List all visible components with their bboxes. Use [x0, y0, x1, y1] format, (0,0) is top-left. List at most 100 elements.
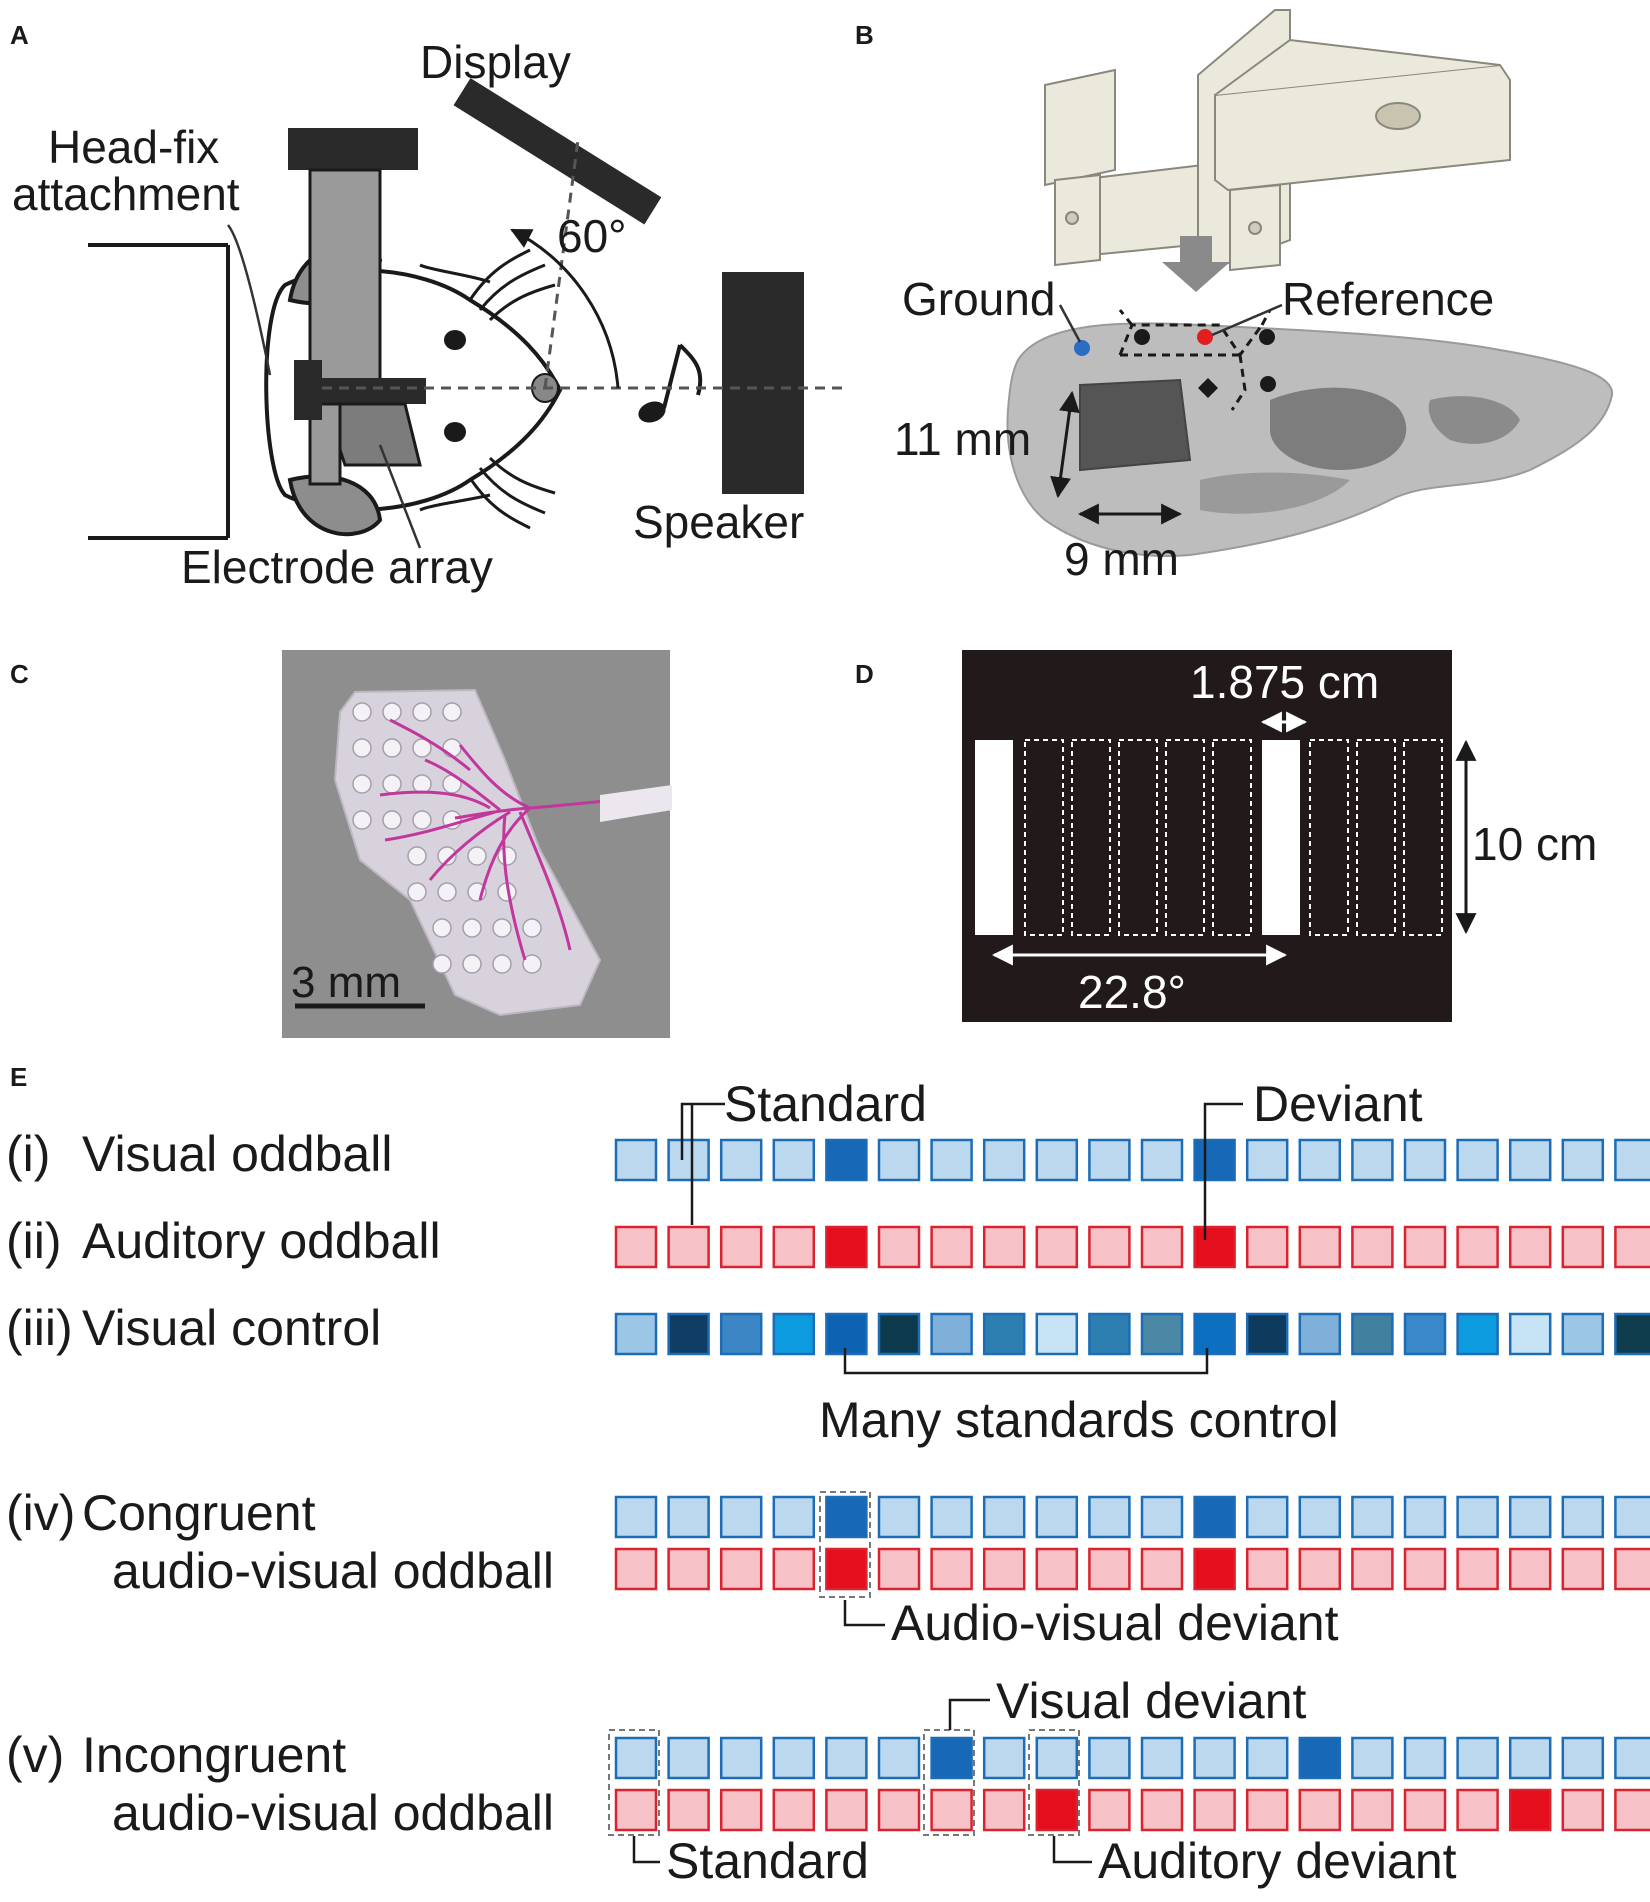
- incongruent-visual-square-18: [1508, 1736, 1552, 1780]
- visual-oddball-square-10: [1088, 1138, 1131, 1182]
- incongruent-visual-square-14: [1298, 1736, 1342, 1780]
- congruent-visual-square-14: [1298, 1495, 1342, 1539]
- auditory-oddball-square-9: [1035, 1225, 1079, 1269]
- congruent-visual-square-8: [982, 1495, 1026, 1539]
- visual-control-square-3: [719, 1312, 763, 1356]
- angle-label: 60°: [557, 210, 627, 262]
- visual-control-square-2: [667, 1312, 710, 1356]
- panel-a: A: [10, 20, 845, 593]
- ground-callout: [1058, 304, 1082, 343]
- panel-a-letter: A: [10, 20, 29, 50]
- skull-illustration: [1006, 309, 1614, 557]
- av-deviant-annotation: Audio-visual deviant: [891, 1595, 1339, 1651]
- incongruent-auditory-square-5: [825, 1788, 868, 1832]
- row-ii-label: Auditory oddball: [82, 1213, 441, 1269]
- incongruent-visual-square-13: [1245, 1736, 1289, 1780]
- congruent-visual-square-16: [1403, 1495, 1447, 1539]
- panel-b: B: [855, 9, 1614, 585]
- congruent-visual-square-7: [930, 1495, 973, 1539]
- incongruent-auditory-square-11: [1140, 1788, 1184, 1832]
- head-fix-label-line2: attachment: [12, 168, 240, 220]
- visual-oddball-square-16: [1403, 1138, 1447, 1182]
- congruent-auditory-square-8: [982, 1547, 1026, 1591]
- width-label: 9 mm: [1064, 533, 1179, 585]
- incongruent-visual-square-10: [1088, 1736, 1131, 1780]
- incongruent-auditory-square-20: [1614, 1788, 1650, 1832]
- congruent-auditory-square-6: [877, 1547, 921, 1591]
- congruent-auditory-square-14: [1298, 1547, 1342, 1591]
- congruent-auditory-square-9: [1035, 1547, 1079, 1591]
- visual-oddball-square-15: [1351, 1138, 1394, 1182]
- row-iii-number: (iii): [6, 1300, 73, 1356]
- incongruent-visual-square-2: [667, 1736, 710, 1780]
- visual-oddball-square-13: [1245, 1138, 1289, 1182]
- congruent-visual-square-18: [1508, 1495, 1552, 1539]
- congruent-visual-square-11: [1140, 1495, 1184, 1539]
- row-v-label-2: audio-visual oddball: [112, 1785, 554, 1841]
- reference-label: Reference: [1282, 273, 1494, 325]
- visual-oddball-square-8: [982, 1138, 1026, 1182]
- visual-control-square-20: [1614, 1312, 1650, 1356]
- reference-callout: [1211, 303, 1283, 337]
- congruent-auditory-square-18: [1508, 1547, 1552, 1591]
- congruent-visual-square-15: [1351, 1495, 1394, 1539]
- incongruent-visual-square-3: [719, 1736, 763, 1780]
- congruent-visual-square-12: [1193, 1495, 1236, 1539]
- angle-width-label: 22.8°: [1078, 966, 1186, 1018]
- standard-annotation: Standard: [724, 1076, 927, 1132]
- visual-oddball-square-14: [1298, 1138, 1342, 1182]
- incongruent-auditory-square-18: [1508, 1788, 1552, 1832]
- congruent-visual-square-9: [1035, 1495, 1079, 1539]
- incongruent-auditory-square-7: [930, 1788, 973, 1832]
- congruent-auditory-square-1: [614, 1547, 658, 1591]
- height-dimension-arrow: [1050, 390, 1080, 499]
- visual-oddball-square-2: [667, 1138, 710, 1182]
- standard-v-annotation: Standard: [666, 1833, 869, 1889]
- visual-oddball-square-12: [1193, 1138, 1236, 1182]
- incongruent-auditory-square-19: [1561, 1788, 1605, 1832]
- congruent-auditory-square-10: [1088, 1547, 1131, 1591]
- annotation-callouts: [632, 1102, 1243, 1864]
- congruent-auditory-square-12: [1193, 1547, 1236, 1591]
- visual-control-square-7: [930, 1312, 973, 1356]
- dashed-bar-positions: [1024, 739, 1443, 936]
- incongruent-auditory-square-6: [877, 1788, 921, 1832]
- row-v-label: Incongruent: [82, 1727, 346, 1783]
- visual-control-square-1: [614, 1312, 658, 1356]
- visual-control-square-11: [1140, 1312, 1184, 1356]
- incongruent-visual-square-6: [877, 1736, 921, 1780]
- visual-control-square-17: [1456, 1312, 1499, 1356]
- congruent-visual-square-13: [1245, 1495, 1289, 1539]
- stimulus-bar-left: [975, 740, 1013, 935]
- reference-electrode-dot: [1197, 329, 1213, 345]
- visual-control-square-18: [1508, 1312, 1552, 1356]
- ground-electrode-dot: [1074, 340, 1090, 356]
- congruent-auditory-square-3: [719, 1547, 763, 1591]
- visual-oddball-square-9: [1035, 1138, 1079, 1182]
- auditory-oddball-square-10: [1088, 1225, 1131, 1269]
- congruent-auditory-square-20: [1614, 1547, 1650, 1591]
- auditory-oddball-square-13: [1245, 1225, 1289, 1269]
- congruent-visual-square-19: [1561, 1495, 1605, 1539]
- visual-control-square-9: [1035, 1312, 1079, 1356]
- visual-control-square-6: [877, 1312, 921, 1356]
- incongruent-visual-square-19: [1561, 1736, 1605, 1780]
- spacing-label: 1.875 cm: [1190, 656, 1379, 708]
- auditory-oddball-square-20: [1614, 1225, 1650, 1269]
- speaker-label: Speaker: [633, 496, 804, 548]
- congruent-visual-square-3: [719, 1495, 763, 1539]
- visual-oddball-square-7: [930, 1138, 973, 1182]
- height-label: 11 mm: [894, 413, 1031, 465]
- incongruent-auditory-square-9: [1035, 1788, 1079, 1832]
- many-standards-annotation: Many standards control: [819, 1392, 1339, 1448]
- visual-oddball-square-17: [1456, 1138, 1499, 1182]
- congruent-auditory-square-7: [930, 1547, 973, 1591]
- auditory-oddball-square-12: [1193, 1225, 1236, 1269]
- incongruent-auditory-square-10: [1088, 1788, 1131, 1832]
- incongruent-auditory-square-8: [982, 1788, 1026, 1832]
- row-i-label: Visual oddball: [82, 1126, 392, 1182]
- auditory-oddball-square-14: [1298, 1225, 1342, 1269]
- incongruent-auditory-square-17: [1456, 1788, 1499, 1832]
- congruent-visual-square-5: [825, 1495, 868, 1539]
- visual-oddball-square-18: [1508, 1138, 1552, 1182]
